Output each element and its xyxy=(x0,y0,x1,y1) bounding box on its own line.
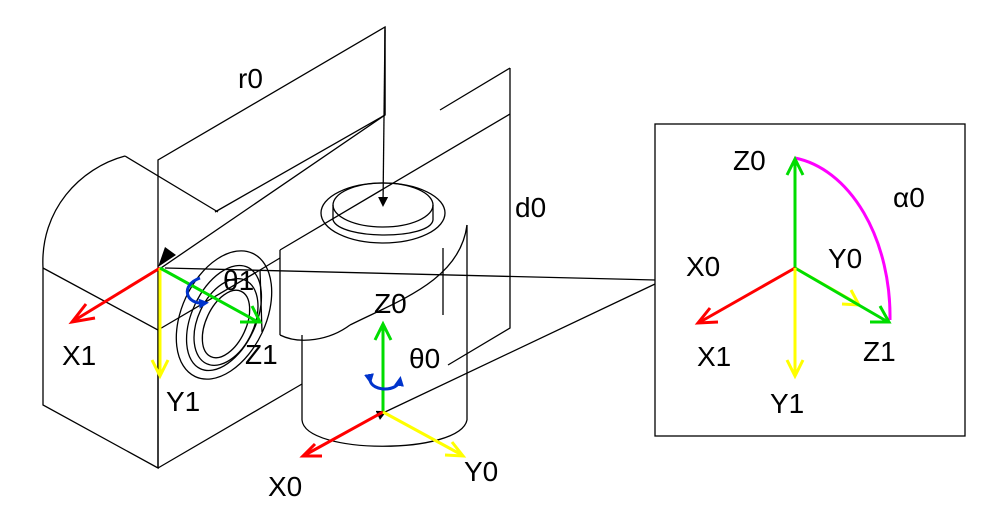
y0-axis xyxy=(382,410,463,457)
r0-dimension-arrow xyxy=(378,29,389,207)
x0-label: X0 xyxy=(268,471,302,502)
x1-label: X1 xyxy=(62,340,96,371)
inset-z0-label: Z0 xyxy=(733,145,766,176)
z1-label: Z1 xyxy=(245,339,278,370)
inset-z1-axis xyxy=(794,266,889,324)
theta1-rotation-arrow xyxy=(186,276,209,309)
theta0-rotation-arrow xyxy=(364,373,404,391)
z0-label: Z0 xyxy=(374,288,407,319)
inset-x-axis xyxy=(699,266,796,324)
frame0-axes xyxy=(299,320,467,458)
x0-axis xyxy=(304,410,384,457)
r0-label: r0 xyxy=(238,63,263,94)
link-body-outline xyxy=(42,113,511,470)
alpha0-arc xyxy=(794,156,892,321)
frame1-axes xyxy=(68,266,263,380)
reference-planes xyxy=(157,25,511,366)
inset-panel xyxy=(654,123,966,437)
inset-y0-label: Y0 xyxy=(828,243,862,274)
y0-label: Y0 xyxy=(464,456,498,487)
inset-x0-label: X0 xyxy=(686,251,720,282)
inset-pointer-lines xyxy=(158,247,656,420)
inset-alpha0-label: α0 xyxy=(893,182,925,213)
x1-axis xyxy=(74,266,161,322)
frame1-pointer-arrowhead xyxy=(158,247,176,267)
z1-axis xyxy=(159,266,259,324)
d0-label: d0 xyxy=(515,192,546,223)
inset-z1-label: Z1 xyxy=(863,336,896,367)
inset-y1-label: Y1 xyxy=(770,388,804,419)
theta0-label: θ0 xyxy=(409,343,440,374)
y1-label: Y1 xyxy=(166,386,200,417)
inset-x1-label: X1 xyxy=(697,341,731,372)
theta1-label: θ1 xyxy=(223,265,254,296)
